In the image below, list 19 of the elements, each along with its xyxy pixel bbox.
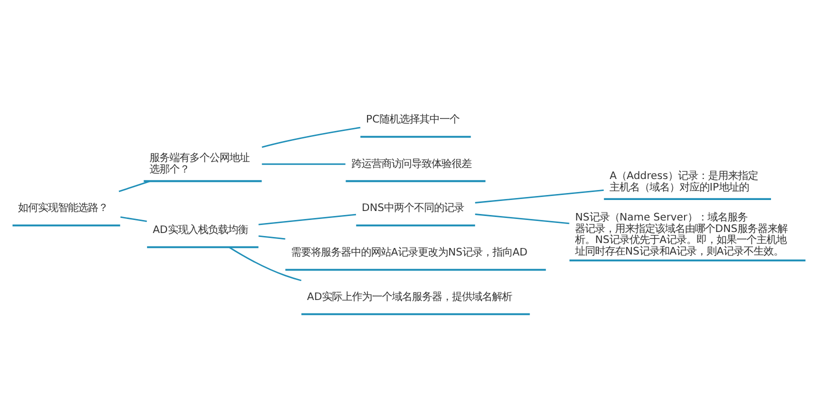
node-text: 需要将服务器中的网站A记录更改为NS记录，指向AD bbox=[291, 246, 528, 258]
connector bbox=[262, 162, 346, 164]
node-text: DNS中两个不同的记录 bbox=[362, 202, 464, 214]
node-text: NS记录（Name Server）：域名服务器记录，用来指定该域名由哪个DNS服务器来解析。NS记录优先于A记录。即，如果一个主机地址同时存在NS记录和A记录，则A记录不生效。 bbox=[575, 211, 788, 258]
node-text: 跨运营商访问导致体验很差 bbox=[351, 157, 472, 170]
node-text: PC随机选择其中一个 bbox=[366, 112, 460, 125]
node-text: 服务端有多个公网地址选那个？ bbox=[149, 152, 250, 175]
connector bbox=[228, 246, 302, 281]
connector bbox=[262, 126, 360, 148]
node-text: 如何实现智能选路？ bbox=[18, 202, 108, 214]
node-text: A（Address）记录：是用来指定主机名（域名）对应的IP地址的 bbox=[610, 170, 758, 193]
node-text: AD实际上作为一个域名服务器，提供域名解析 bbox=[307, 290, 512, 302]
node-text: AD实现入栈负载均衡 bbox=[152, 223, 248, 236]
connector bbox=[258, 234, 286, 240]
connector bbox=[118, 180, 150, 192]
connector bbox=[475, 188, 604, 203]
connector bbox=[258, 213, 356, 225]
connector bbox=[475, 213, 570, 224]
connector bbox=[120, 216, 147, 222]
